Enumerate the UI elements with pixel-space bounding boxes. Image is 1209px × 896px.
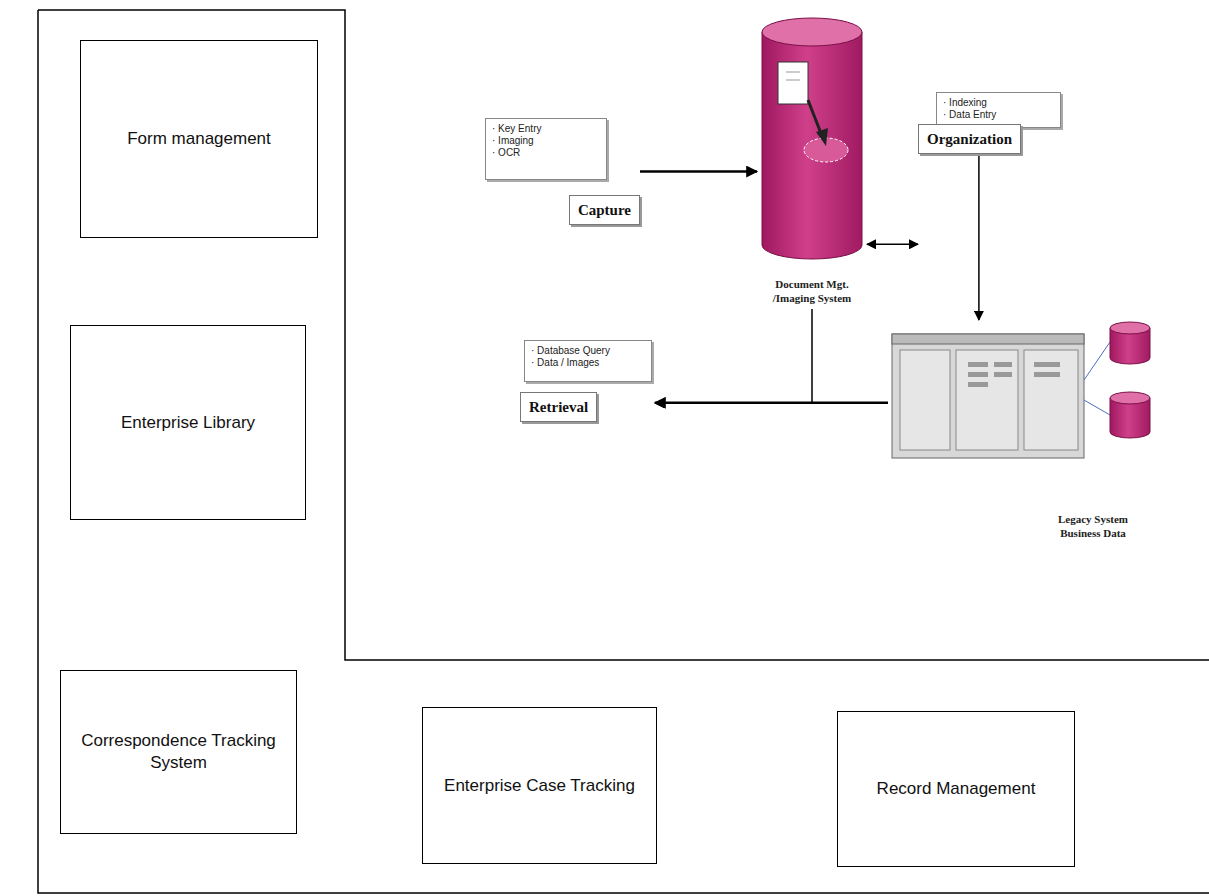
list-item: · Indexing xyxy=(943,97,1054,109)
flow-arrow xyxy=(978,154,980,320)
box-label: Record Management xyxy=(877,778,1036,800)
flow-arrow xyxy=(640,170,757,173)
flow-arrow xyxy=(867,244,918,246)
process-box: Form management xyxy=(80,40,318,238)
box-label: Form management xyxy=(127,128,271,150)
region-border xyxy=(38,10,1209,660)
note-sheet: · Database Query· Data / Images xyxy=(524,340,652,382)
flow-arrow xyxy=(655,402,888,405)
legacy-system: Legacy System Business Data xyxy=(888,320,1163,550)
process-box: Correspondence Tracking System xyxy=(60,670,297,834)
stage-label: Capture xyxy=(569,195,640,225)
disk-cylinders xyxy=(1084,322,1150,438)
process-note: · Indexing· Data EntryOrganization xyxy=(918,92,1063,154)
list-item: · Key Entry xyxy=(492,123,600,135)
process-box: Record Management xyxy=(837,711,1075,867)
stage-label: Retrieval xyxy=(520,392,597,422)
list-item: · Imaging xyxy=(492,135,600,147)
note-sheet: · Indexing· Data Entry xyxy=(936,92,1061,128)
flow-arrow xyxy=(655,309,812,403)
note-sheet: · Key Entry· Imaging· OCR xyxy=(485,118,607,180)
process-note: · Key Entry· Imaging· OCR Capture xyxy=(485,118,640,225)
server-cabinet xyxy=(892,334,1084,458)
box-label: Correspondence Tracking System xyxy=(69,730,288,774)
database-cylinder xyxy=(762,18,862,259)
process-box: Enterprise Library xyxy=(70,325,306,520)
system-caption: Legacy System Business Data xyxy=(1038,512,1148,540)
box-label: Enterprise Library xyxy=(121,412,255,434)
process-note: · Database Query· Data / ImagesRetrieval xyxy=(520,340,655,422)
system-caption: Document Mgt. /Imaging System xyxy=(757,277,867,305)
list-item: · Database Query xyxy=(531,345,645,357)
stage-label: Organization xyxy=(918,124,1021,154)
process-box: Enterprise Case Tracking xyxy=(422,707,657,864)
box-label: Enterprise Case Tracking xyxy=(444,775,635,797)
list-item: · Data Entry xyxy=(943,109,1054,121)
database-node: Document Mgt. /Imaging System xyxy=(757,15,867,309)
region-border xyxy=(38,10,1209,893)
list-item: · OCR xyxy=(492,147,600,159)
list-item: · Data / Images xyxy=(531,357,645,369)
